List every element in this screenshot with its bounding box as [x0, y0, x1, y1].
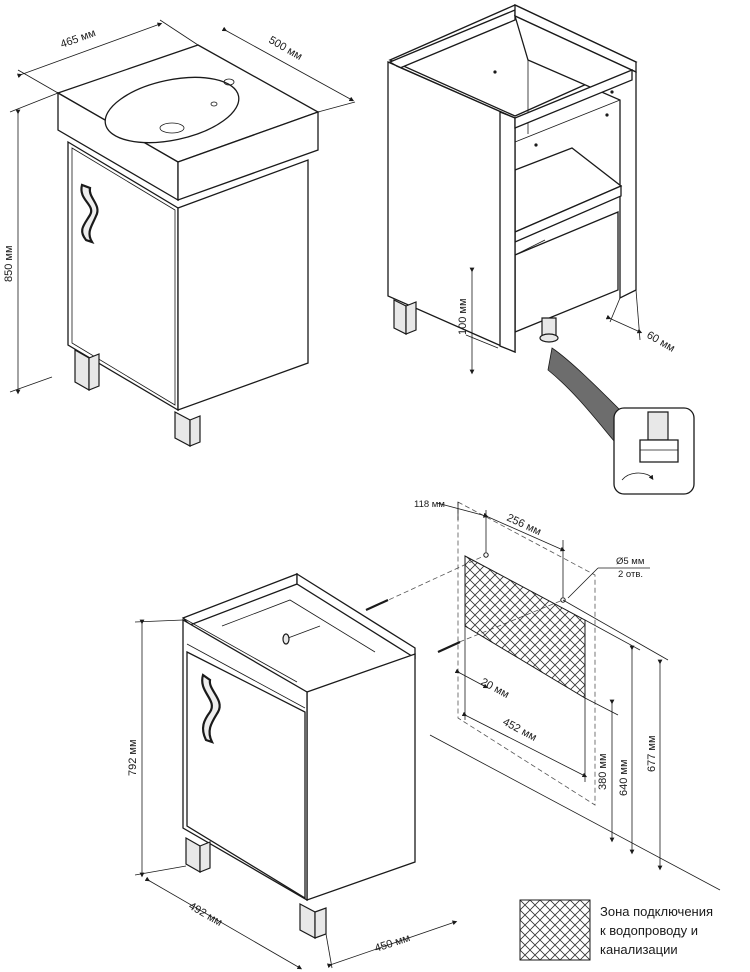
- sink-cabinet-view: [9, 19, 356, 447]
- legend-line-3: канализации: [600, 942, 678, 957]
- legend-line-1: Зона подключения: [600, 904, 713, 919]
- sink-width-label: 465 мм: [59, 27, 97, 51]
- leg-height-label: 100 мм: [457, 298, 469, 335]
- zone-offset-label: 20 мм: [479, 676, 511, 701]
- hole-diameter-label: Ø5 мм: [616, 556, 644, 567]
- zone-bottom-label: 380 мм: [597, 753, 609, 790]
- cabinet-width-label: 492 мм: [187, 900, 225, 929]
- legend-hatch-swatch: [519, 899, 591, 961]
- cabinet-depth-label: 450 мм: [373, 932, 411, 955]
- hole-offset-label: 118 мм: [414, 499, 445, 510]
- cabinet-height-label: 792 мм: [127, 739, 139, 776]
- mounting-scheme-view: [134, 501, 721, 970]
- open-frame-view: [387, 3, 695, 495]
- zone-top-label: 640 мм: [618, 759, 630, 796]
- total-height-label: 850 мм: [3, 245, 15, 282]
- hole-count-label: 2 отв.: [618, 569, 643, 580]
- hole-spacing-label: 256 мм: [505, 512, 543, 538]
- legend-line-2: к водопроводу и: [600, 923, 698, 938]
- zone-width-label: 452 мм: [501, 716, 539, 744]
- mount-height-label: 677 мм: [646, 735, 658, 772]
- leg-offset-label: 60 мм: [645, 329, 677, 355]
- sink-depth-label: 500 мм: [267, 34, 305, 63]
